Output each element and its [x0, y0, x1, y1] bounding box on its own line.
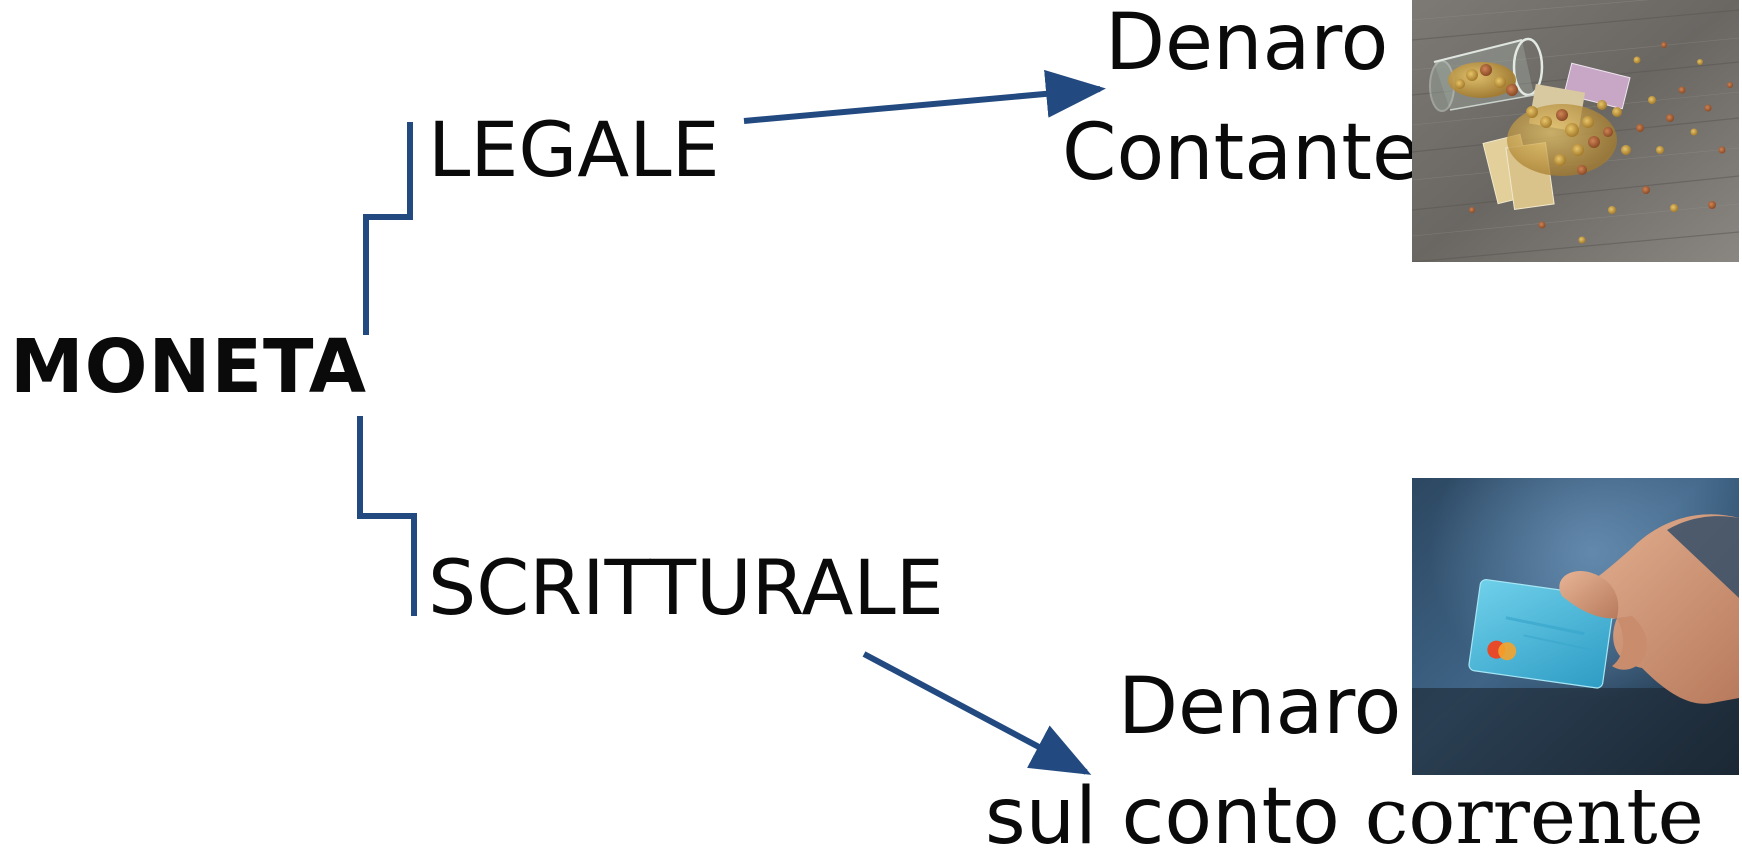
branch-label-legale: LEGALE: [428, 105, 720, 194]
arrow-scritturale: [862, 651, 1092, 775]
branch-label-scritturale: SCRITTURALE: [428, 543, 944, 632]
outcome-cash-line1: Denaro: [1105, 0, 1389, 88]
outcome-cash-line2: Contante: [1062, 108, 1421, 198]
outcome-account-line2: sul conto corrente: [985, 778, 1704, 856]
bracket-scritturale: [357, 416, 417, 616]
outcome-account-line2-part2: corrente: [1364, 772, 1704, 862]
credit-card-photo: [1412, 478, 1739, 775]
root-label-moneta: MONETA: [10, 324, 368, 410]
cash-coins-photo: [1412, 0, 1739, 262]
bracket-legale: [363, 122, 413, 335]
outcome-account-line2-part1: sul conto: [985, 772, 1365, 862]
outcome-account-line1: Denaro: [1118, 662, 1402, 752]
arrow-legale: [743, 69, 1106, 124]
